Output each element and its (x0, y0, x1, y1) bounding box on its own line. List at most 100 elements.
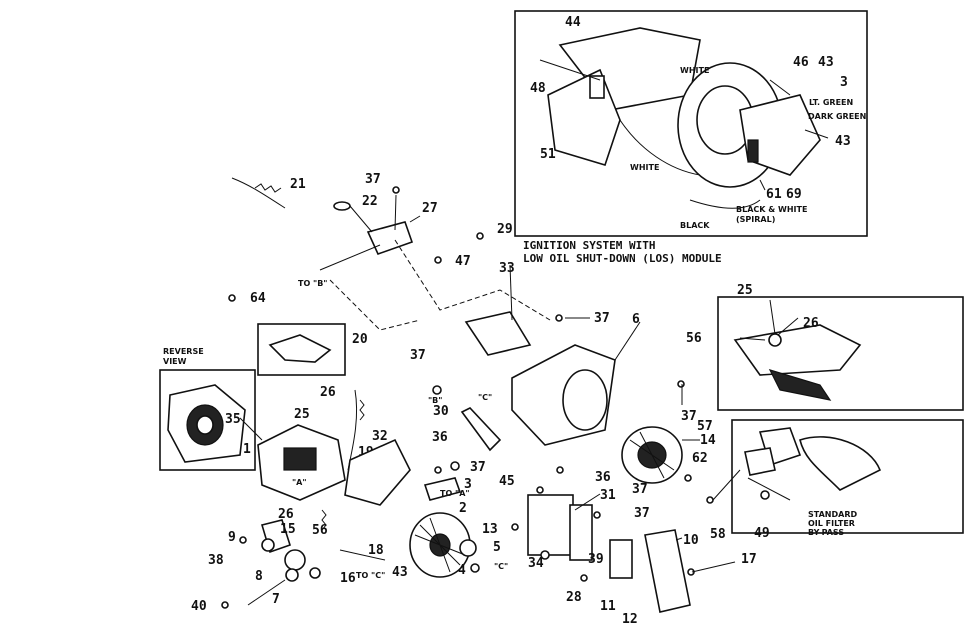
ignition-callout-69: 69 (786, 187, 802, 202)
ignition-module-plug (589, 75, 605, 99)
callout-37-g: 37 (634, 506, 650, 521)
callout-31: 31 (600, 488, 616, 503)
spring-21-coils (254, 183, 282, 193)
starter-group (556, 384, 700, 484)
callout-37-c: 37 (681, 409, 697, 424)
oil-filter-part-49 (760, 490, 770, 500)
oil-filter-inset: STANDARD OIL FILTER BY-PASS (706, 419, 964, 537)
air-vane-32 (344, 438, 411, 506)
screw-36-b (556, 466, 564, 474)
callout-26-b: 26 (278, 507, 294, 522)
callout-3: 3 (464, 477, 472, 492)
lever-18 (339, 549, 386, 561)
drain-leader-26 (777, 317, 799, 336)
callout-49: 49 (754, 526, 770, 541)
callout-38: 38 (208, 553, 224, 568)
callout-17: 17 (741, 552, 757, 567)
routing-c-mark: "C" (478, 393, 492, 402)
ignition-leader-46 (769, 79, 791, 96)
link-to-b (319, 244, 381, 271)
callout-45: 45 (499, 474, 515, 489)
drain-inset (717, 296, 964, 411)
callout-4: 4 (458, 563, 466, 578)
callout-57: 57 (697, 419, 713, 434)
reverse-view-hub (196, 415, 214, 435)
part-9 (239, 536, 247, 544)
callout-28: 28 (566, 590, 582, 605)
nut-4 (470, 563, 480, 573)
ignition-callout-43b: 43 (835, 134, 851, 149)
callout-36-a: 36 (432, 430, 448, 445)
routing-to-b: TO "B" (298, 279, 327, 288)
oil-filter-leader-49 (747, 477, 791, 501)
part-30 (460, 407, 502, 452)
callout-2: 2 (459, 501, 467, 516)
callout-35: 35 (225, 412, 241, 427)
callout-16: 16 (340, 571, 356, 586)
governor-linkage-group (231, 177, 484, 271)
spring-26-b (321, 509, 327, 531)
callout-40: 40 (191, 599, 207, 614)
screw-37-e (450, 461, 460, 471)
ignition-wire-label-white-1: WHITE (680, 66, 709, 75)
callout-8: 8 (255, 569, 263, 584)
ignition-wire-label-black: BLACK (680, 221, 710, 230)
engine-cylinder-bore (562, 369, 608, 431)
washer-13 (459, 539, 477, 557)
leader-22 (349, 205, 373, 233)
ignition-wire-black (689, 199, 761, 209)
throttle-lever-20 (268, 334, 332, 363)
callout-62: 62 (692, 451, 708, 466)
callout-12: 12 (622, 612, 638, 627)
filter-element-11 (609, 539, 633, 579)
callout-37-f: 37 (632, 482, 648, 497)
callout-43: 43 (392, 565, 408, 580)
ignition-callout-3: 3 (840, 75, 848, 90)
part-16 (309, 567, 321, 579)
callout-9: 9 (228, 530, 236, 545)
screw-26-c (511, 523, 519, 531)
leader-33 (509, 264, 513, 321)
callout-37-a: 37 (365, 172, 381, 187)
callout-29: 29 (497, 222, 513, 237)
air-cleaner-gasket-39 (569, 504, 593, 561)
leader-6 (614, 321, 641, 361)
callout-64: 64 (250, 291, 266, 306)
routing-to-c: TO "C" (356, 571, 385, 580)
callout-47: 47 (455, 254, 471, 269)
routing-to-a: TO "A" (440, 489, 470, 498)
callout-36-b: 36 (595, 470, 611, 485)
screw-58 (706, 496, 714, 504)
air-cleaner-cover-10 (644, 529, 691, 613)
part-3 (423, 477, 462, 501)
ignition-leader-44 (539, 59, 601, 81)
dashed-link-2 (329, 279, 421, 331)
leader-37-a (394, 194, 397, 231)
part-8 (284, 549, 306, 571)
ignition-wire-label-lt-green: LT. GREEN (809, 98, 853, 107)
callout-32: 32 (372, 429, 388, 444)
ignition-wire-label-spiral: (SPIRAL) (736, 215, 775, 224)
bracket-33 (464, 311, 532, 356)
callout-58: 58 (710, 527, 726, 542)
callout-7: 7 (272, 592, 280, 607)
ignition-title-line1: IGNITION SYSTEM WITH (523, 239, 655, 252)
drain-wire-25 (769, 299, 776, 335)
part-47 (434, 256, 442, 264)
oil-filter-label-line3: BY-PASS (808, 528, 844, 537)
ignition-callout-48: 48 (530, 81, 546, 96)
screw-37-d (432, 385, 442, 395)
ignition-callout-51: 51 (540, 147, 556, 162)
oil-filter-part-62 (744, 447, 776, 476)
ignition-wire-white (619, 119, 701, 176)
ignition-leader-43b (804, 129, 829, 139)
callout-14: 14 (700, 433, 716, 448)
callout-39: 39 (588, 552, 604, 567)
engine-block-group: "C" "B" (329, 239, 685, 452)
callout-37-d: 37 (410, 348, 426, 363)
callout-15: 15 (280, 522, 296, 537)
governor-bracket-27 (366, 221, 414, 255)
leader-10 (675, 537, 683, 541)
routing-c-mark-2: "C" (494, 562, 508, 571)
